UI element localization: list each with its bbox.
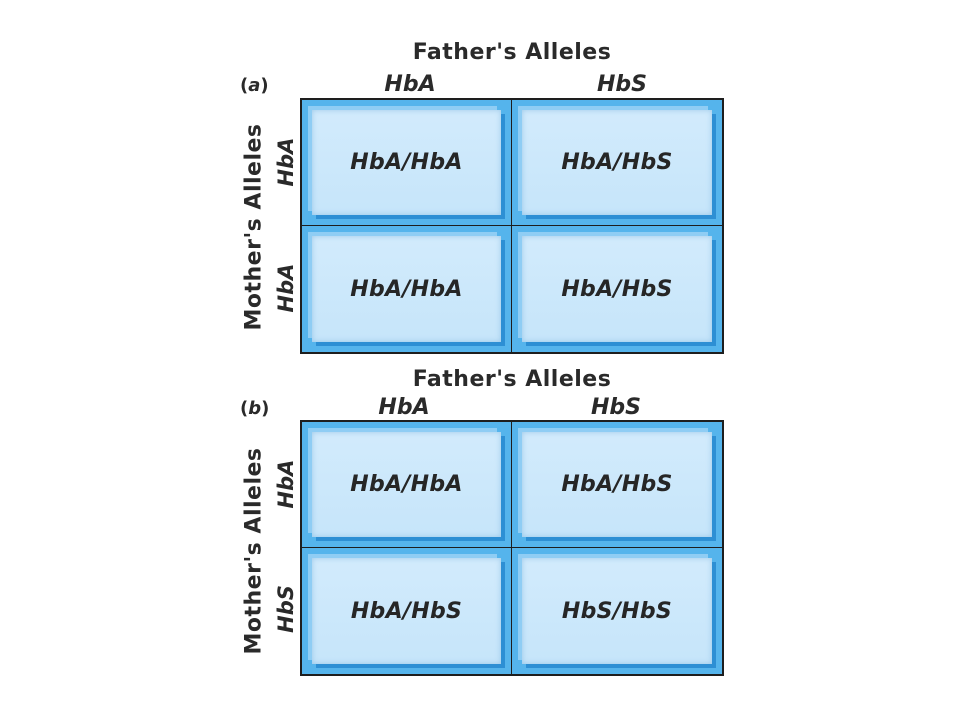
genotype-label: HbA/HbS bbox=[561, 472, 673, 497]
father-allele-1: HbA bbox=[378, 395, 430, 420]
father-allele-2: HbS bbox=[590, 395, 641, 420]
father-alleles-title: Father's Alleles bbox=[412, 40, 612, 65]
genotype-cell: HbA/HbA bbox=[302, 100, 512, 226]
panel-label-a: (a) bbox=[240, 75, 269, 96]
genotype-cell: HbA/HbS bbox=[512, 226, 722, 352]
mother-alleles-title: Mother's Alleles bbox=[241, 447, 267, 655]
genotype-label: HbA/HbA bbox=[350, 150, 463, 175]
genotype-label: HbA/HbS bbox=[561, 150, 673, 175]
mother-allele-2: HbA bbox=[274, 263, 298, 313]
panel-label-b: (b) bbox=[240, 398, 270, 419]
genotype-cell: HbA/HbS bbox=[512, 100, 722, 226]
father-allele-1: HbA bbox=[384, 72, 436, 97]
genotype-label: HbA/HbA bbox=[350, 472, 463, 497]
genotype-label: HbA/HbA bbox=[350, 276, 463, 302]
genotype-cell: HbA/HbA bbox=[302, 422, 512, 548]
genotype-label: HbA/HbS bbox=[561, 276, 673, 302]
genotype-cell: HbA/HbS bbox=[302, 548, 512, 674]
punnett-grid: HbA/HbA HbA/HbS HbA/HbS HbS/HbS bbox=[300, 420, 724, 676]
mother-alleles-title: Mother's Alleles bbox=[241, 123, 267, 331]
mother-allele-1: HbA bbox=[274, 459, 298, 509]
mother-allele-2: HbS bbox=[274, 585, 298, 633]
genotype-cell: HbA/HbS bbox=[512, 422, 722, 548]
father-allele-2: HbS bbox=[596, 72, 647, 97]
genotype-cell: HbS/HbS bbox=[512, 548, 722, 674]
genotype-label: HbA/HbS bbox=[350, 598, 463, 624]
father-alleles-title: Father's Alleles bbox=[412, 367, 612, 392]
genotype-label: HbS/HbS bbox=[561, 598, 673, 624]
mother-allele-1: HbA bbox=[274, 137, 298, 187]
genotype-cell: HbA/HbA bbox=[302, 226, 512, 352]
punnett-grid: HbA/HbA HbA/HbS HbA/HbA HbA/HbS bbox=[300, 98, 724, 354]
